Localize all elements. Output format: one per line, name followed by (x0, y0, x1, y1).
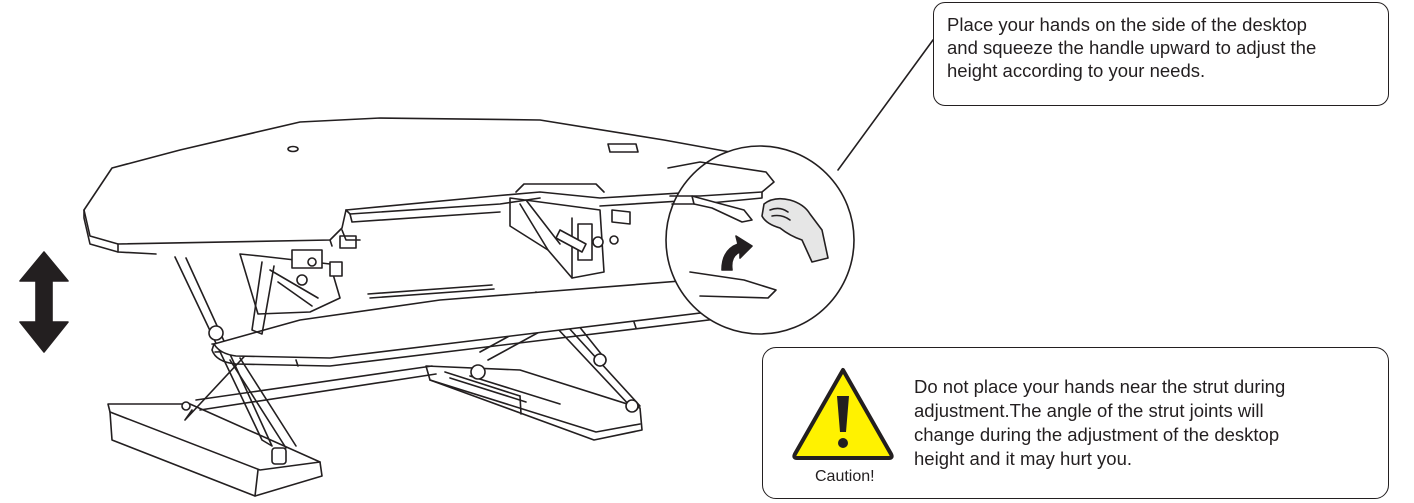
desktop-surface (83, 117, 775, 255)
instruction-text: Place your hands on the side of the desk… (947, 14, 1317, 81)
desk-base (107, 365, 643, 497)
instruction-callout: Place your hands on the side of the desk… (933, 2, 1389, 106)
caution-text: Do not place your hands near the strut d… (914, 376, 1286, 469)
hand-icon (761, 197, 829, 263)
magnifier-detail (665, 145, 855, 335)
right-lift-mechanism (509, 197, 631, 279)
caution-panel: Caution! Do not place your hands near th… (762, 347, 1389, 499)
left-lift-mechanism (239, 235, 357, 335)
lift-arrow-icon (721, 235, 753, 271)
height-adjust-arrow-icon (19, 251, 69, 353)
warning-icon (792, 368, 894, 460)
caution-label: Caution! (815, 468, 875, 485)
callout-leader-line (837, 39, 934, 171)
